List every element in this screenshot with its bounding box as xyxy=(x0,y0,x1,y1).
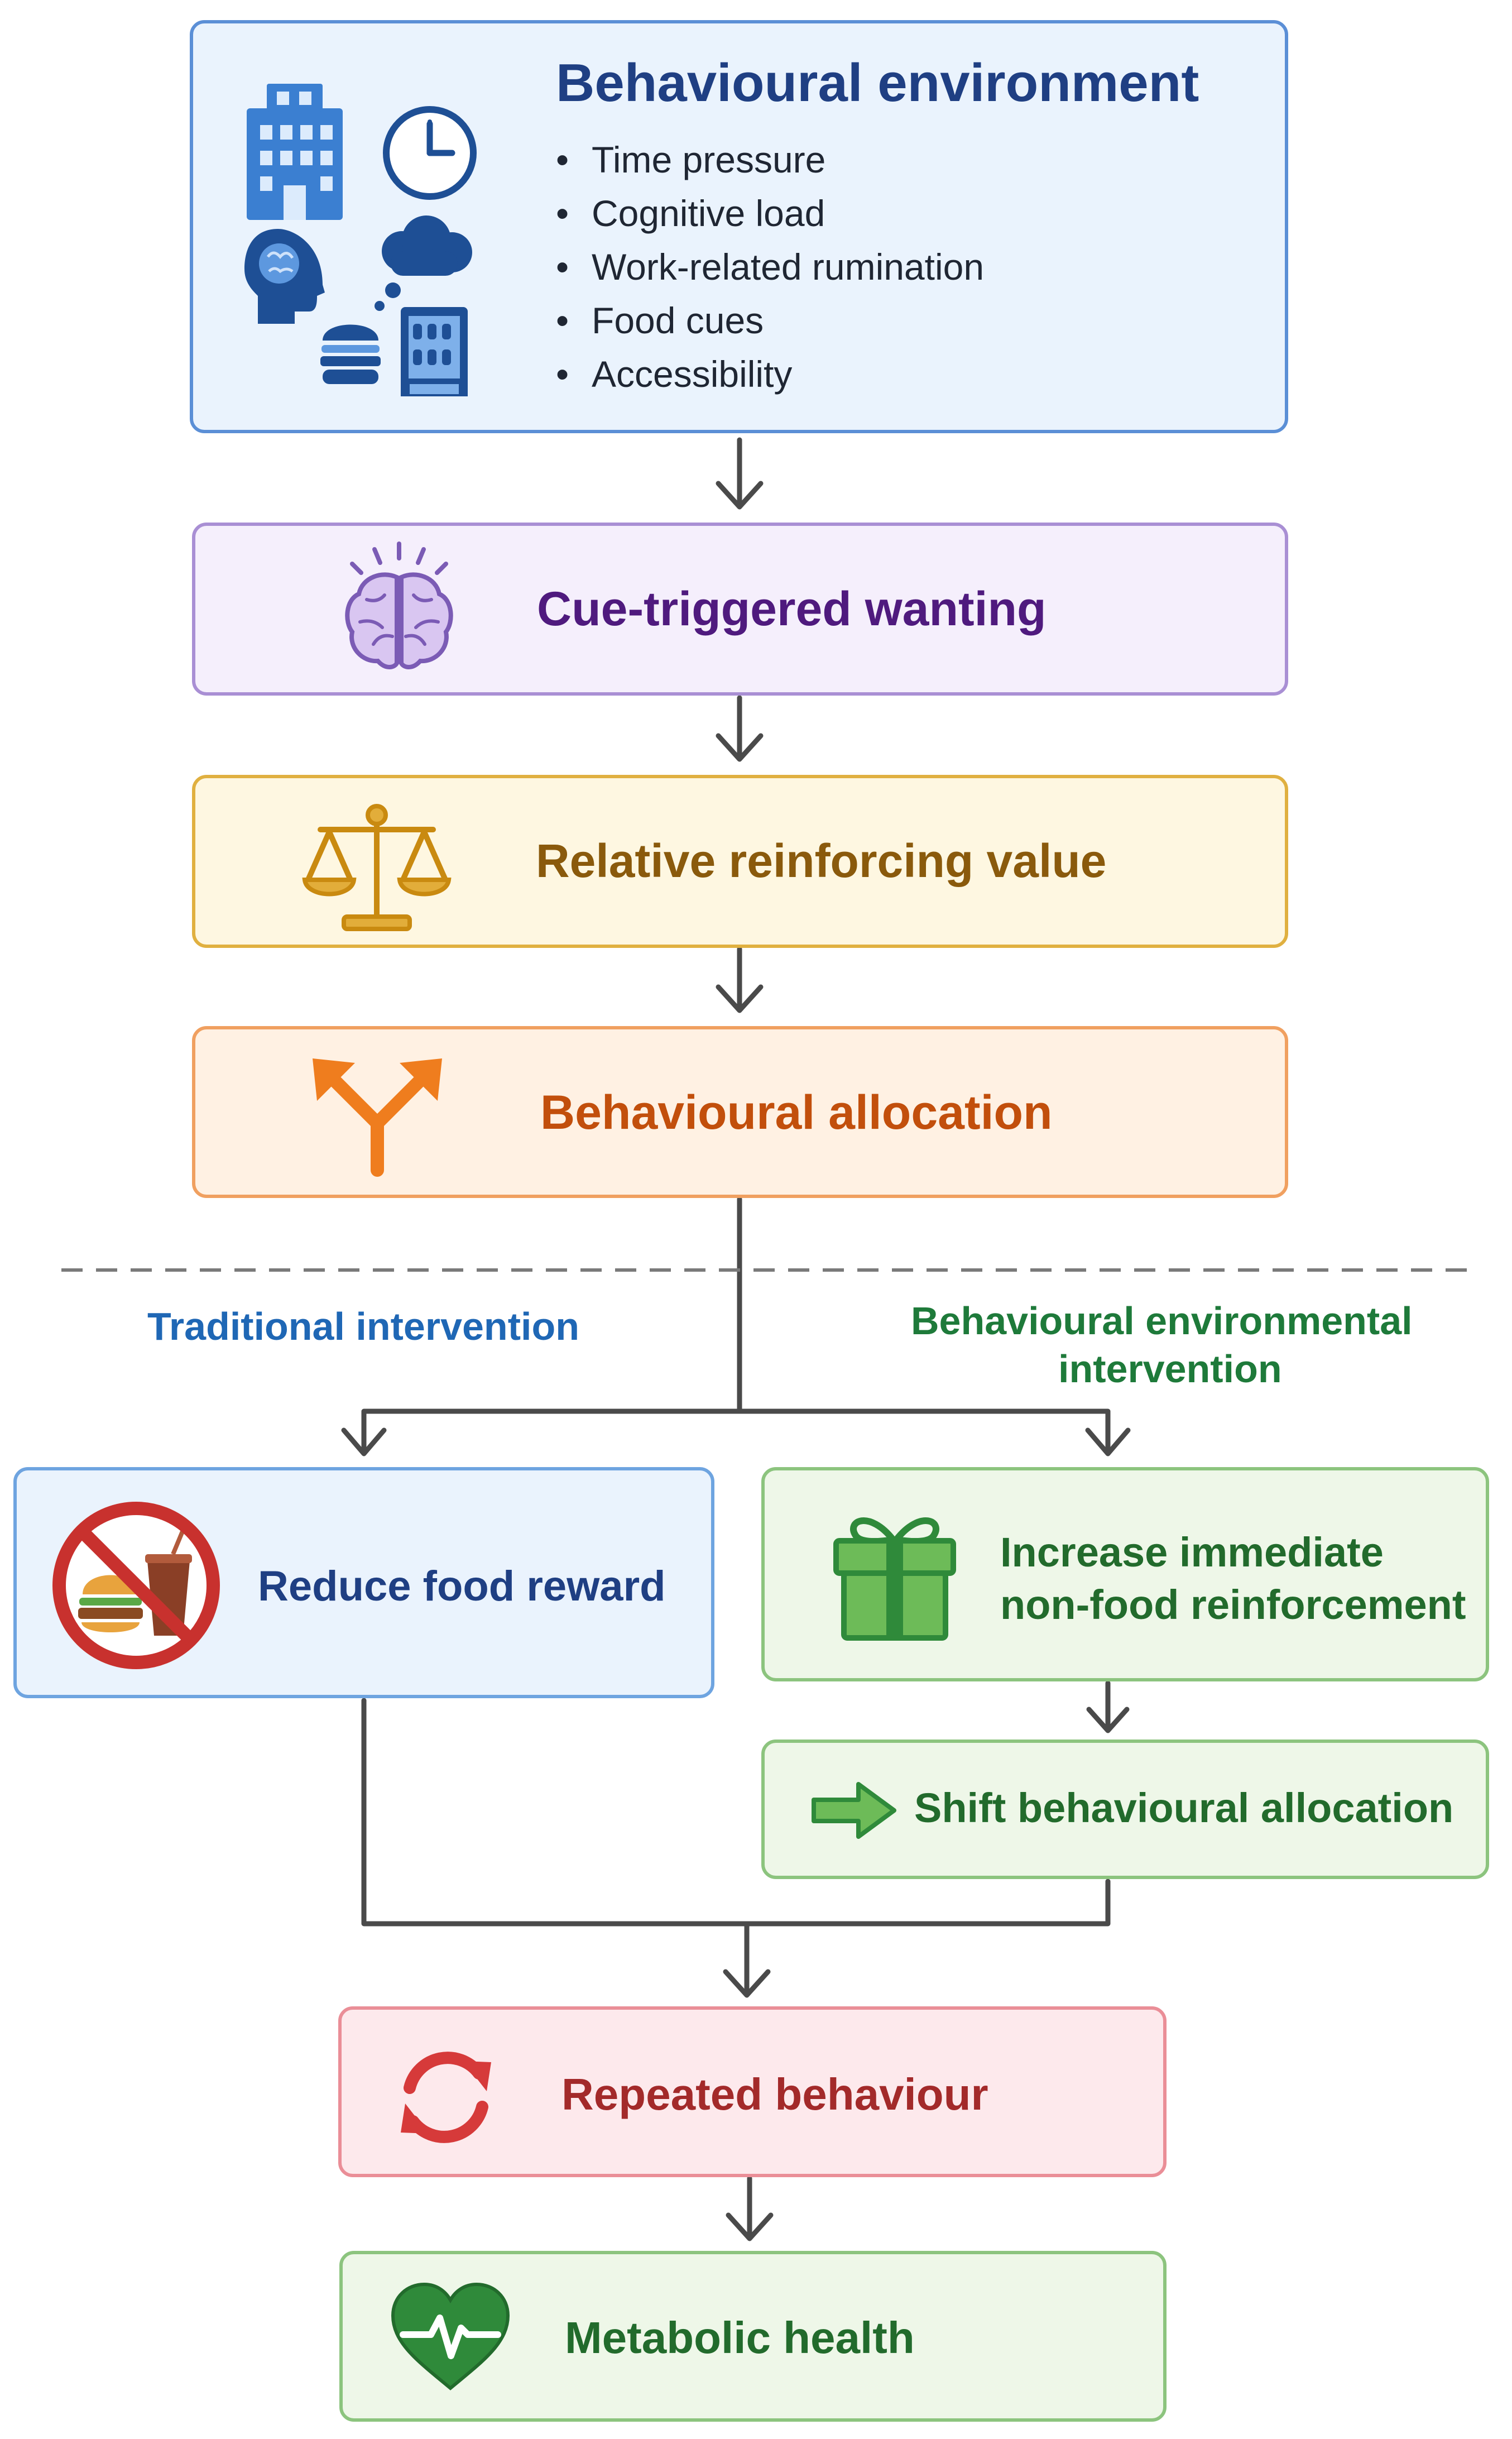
refresh-cycle-icon xyxy=(387,2039,505,2159)
office-building-icon xyxy=(247,84,343,220)
gift-icon xyxy=(831,1504,959,1646)
environment-icon-group xyxy=(233,61,484,402)
brain-icon xyxy=(327,538,472,686)
arrowhead-3 xyxy=(716,984,764,1013)
metabolic-health-box: Metabolic health xyxy=(339,2251,1167,2422)
branch-split-connector xyxy=(361,1196,742,1454)
traditional-intervention-heading: Traditional intervention xyxy=(147,1305,579,1348)
factor-item: Food cues xyxy=(556,294,984,347)
arrowhead-right-branch xyxy=(1085,1427,1131,1456)
shift-behavioural-allocation-box: Shift behavioural allocation xyxy=(761,1740,1489,1879)
clock-icon xyxy=(383,106,477,200)
environmental-intervention-heading-line1: Behavioural environmental xyxy=(911,1299,1413,1343)
relative-reinforcing-value-label: Relative reinforcing value xyxy=(536,835,1107,887)
shift-behavioural-allocation-label: Shift behavioural allocation xyxy=(914,1785,1454,1831)
reduce-food-reward-label: Reduce food reward xyxy=(258,1563,666,1610)
head-brain-icon xyxy=(244,229,325,324)
right-arrow-icon xyxy=(809,1780,899,1844)
environment-factor-list: Time pressure Cognitive load Work-relate… xyxy=(556,133,984,401)
relative-reinforcing-value-box: Relative reinforcing value xyxy=(192,775,1288,948)
repeated-behaviour-box: Repeated behaviour xyxy=(338,2006,1167,2177)
factor-item: Accessibility xyxy=(556,347,984,401)
arrowhead-repeated xyxy=(723,1969,771,1998)
arrowhead-left-branch xyxy=(341,1427,387,1456)
cue-triggered-wanting-box: Cue-triggered wanting xyxy=(192,523,1288,696)
behavioural-environment-title: Behavioural environment xyxy=(556,53,1199,113)
fork-arrows-icon xyxy=(305,1051,450,1182)
arrowhead-shift xyxy=(1086,1707,1130,1733)
balance-scale-icon xyxy=(296,798,458,941)
increase-non-food-reinforcement-box: Increase immediate non-food reinforcemen… xyxy=(761,1467,1489,1681)
repeated-behaviour-label: Repeated behaviour xyxy=(561,2069,988,2119)
non-food-reinforcement-label: non-food reinforcement xyxy=(1000,1582,1466,1628)
behavioural-environment-box: Behavioural environment Time pressure Co… xyxy=(190,20,1288,433)
behavioural-allocation-box: Behavioural allocation xyxy=(192,1026,1288,1198)
merge-connector xyxy=(361,1698,1111,1927)
vending-machine-icon xyxy=(401,307,468,402)
factor-item: Work-related rumination xyxy=(556,240,984,294)
factor-item: Time pressure xyxy=(556,133,984,186)
arrowhead-2 xyxy=(716,733,764,762)
thought-bubble-icon xyxy=(375,215,472,311)
metabolic-health-label: Metabolic health xyxy=(565,2313,915,2363)
arrowhead-1 xyxy=(716,481,764,510)
factor-item: Cognitive load xyxy=(556,186,984,240)
arrowhead-health xyxy=(726,2212,774,2241)
branch-split-right xyxy=(737,1408,1111,1454)
cue-triggered-wanting-label: Cue-triggered wanting xyxy=(537,582,1047,636)
environmental-intervention-heading-line2: intervention xyxy=(1058,1347,1282,1391)
behavioural-allocation-label: Behavioural allocation xyxy=(540,1086,1053,1139)
increase-immediate-label: Increase immediate xyxy=(1000,1529,1384,1575)
no-food-icon xyxy=(47,1496,225,1678)
reduce-food-reward-box: Reduce food reward xyxy=(13,1467,714,1698)
heart-pulse-icon xyxy=(386,2279,515,2399)
burger-icon xyxy=(320,324,381,384)
